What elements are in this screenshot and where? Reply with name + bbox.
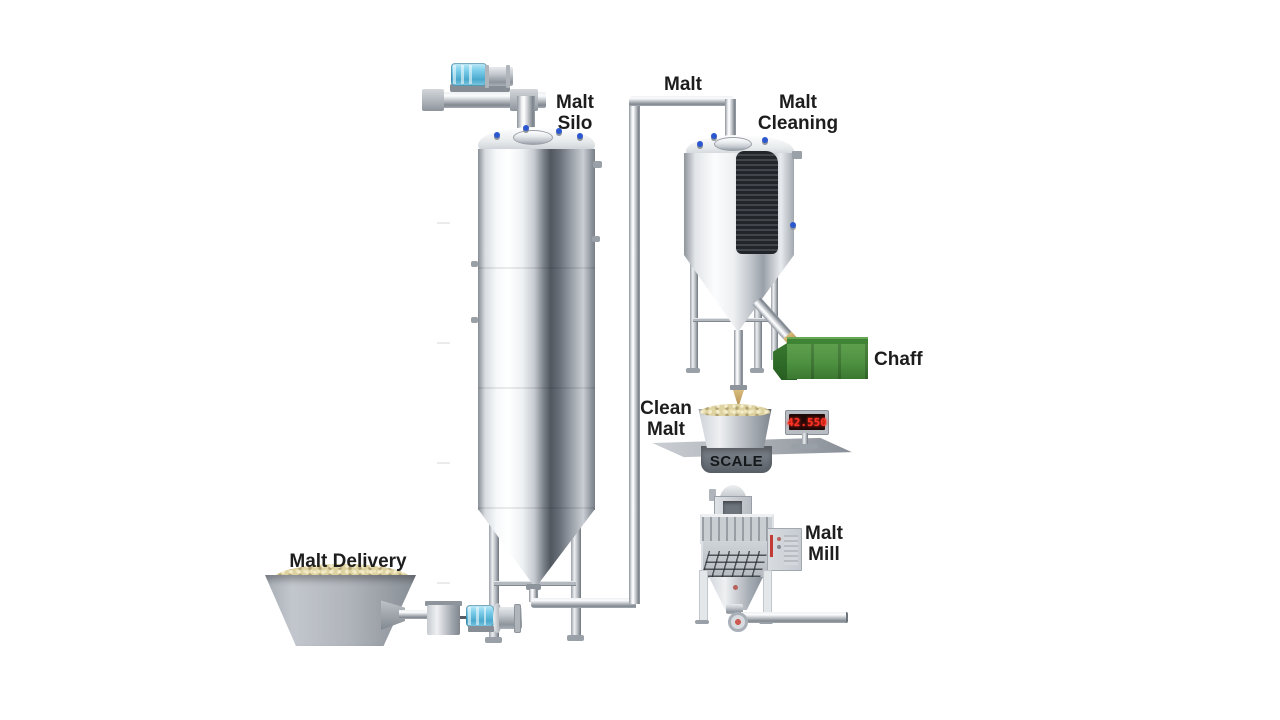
drive-shaft (460, 616, 468, 619)
silo-outlet-flange (526, 584, 541, 590)
mill-outlet-pipe (741, 612, 848, 623)
silo-leg-left (489, 512, 499, 639)
label-malt-delivery: Malt Delivery (289, 551, 407, 572)
silo-valve-cap (523, 125, 529, 131)
label-malt-mill: Malt Mill (805, 523, 843, 565)
delivery-pipe (399, 610, 439, 619)
boot-housing (427, 605, 460, 635)
silo-outlet-tube (529, 589, 538, 602)
scale-reading: 42.550 (787, 415, 827, 429)
silo-side-stub (593, 161, 602, 168)
mill-control-panel (767, 528, 802, 571)
cleaning-manway (714, 137, 752, 151)
cleaning-valve-cap (762, 137, 768, 143)
mill-dome-bracket (709, 489, 716, 501)
label-malt-silo: Malt Silo (556, 92, 594, 134)
label-clean-malt: Clean Malt (640, 398, 692, 440)
transfer-pipe-bottom-run (531, 598, 636, 608)
cleaning-leg-left (690, 258, 698, 371)
downspout-tip (733, 390, 744, 407)
transfer-pipe-top-run (629, 96, 735, 106)
mill-leg-left (699, 570, 708, 624)
boot-flange (425, 601, 462, 606)
mill-valve-handwheel (728, 612, 748, 632)
scale-display: 42.550 (785, 410, 829, 435)
scale-label: SCALE (709, 453, 764, 470)
downspout-flange (730, 385, 747, 390)
silo-valve-cap (494, 132, 500, 138)
chaff-bin-side (787, 343, 868, 379)
conveyor-motor-base (468, 626, 494, 632)
cleaning-leg-right (754, 262, 762, 371)
chaff-bin-rim (787, 337, 868, 344)
mill-feed-table (700, 514, 774, 544)
cleaning-valve-cap (697, 141, 703, 147)
auger-flange-disc (493, 603, 502, 633)
cleaning-drain-fitting (790, 222, 796, 228)
elevator-motor-base (450, 84, 510, 92)
label-chaff: Chaff (874, 349, 923, 370)
cleaning-downspout (734, 330, 743, 387)
scale-display-screen: 42.550 (787, 414, 827, 430)
mill-grate (701, 551, 768, 577)
silo-valve-cap (577, 133, 583, 139)
scale-display-pole (802, 433, 808, 445)
silo-side-stub (471, 261, 478, 267)
elevator-motor-icon (451, 63, 487, 86)
silo-side-stub (471, 317, 478, 323)
elevator-corner-block-left (422, 89, 444, 111)
silo-body (478, 149, 595, 510)
mill-valve-body (726, 604, 743, 614)
conveyor-motor-icon (466, 605, 494, 627)
silo-leg-right (571, 516, 581, 637)
mill-panel-red-stripe (770, 535, 773, 557)
elevator-leg-pipe (437, 104, 450, 606)
scale-display-base (791, 444, 818, 449)
clean-malt-heap (700, 404, 770, 416)
transfer-pipe-riser (629, 101, 640, 604)
label-malt-pipe: Malt (664, 74, 702, 95)
label-malt-cleaning: Malt Cleaning (757, 92, 839, 134)
cleaning-screen-louvers (736, 151, 778, 254)
transfer-pipe-drop (725, 99, 736, 143)
silo-side-stub (592, 236, 600, 242)
cleaning-valve-cap (711, 133, 717, 139)
silo-manway (513, 130, 553, 145)
cleaning-bracket (792, 151, 802, 159)
silo-valve-cap (556, 128, 562, 134)
scale-pedestal: SCALE (701, 446, 772, 473)
